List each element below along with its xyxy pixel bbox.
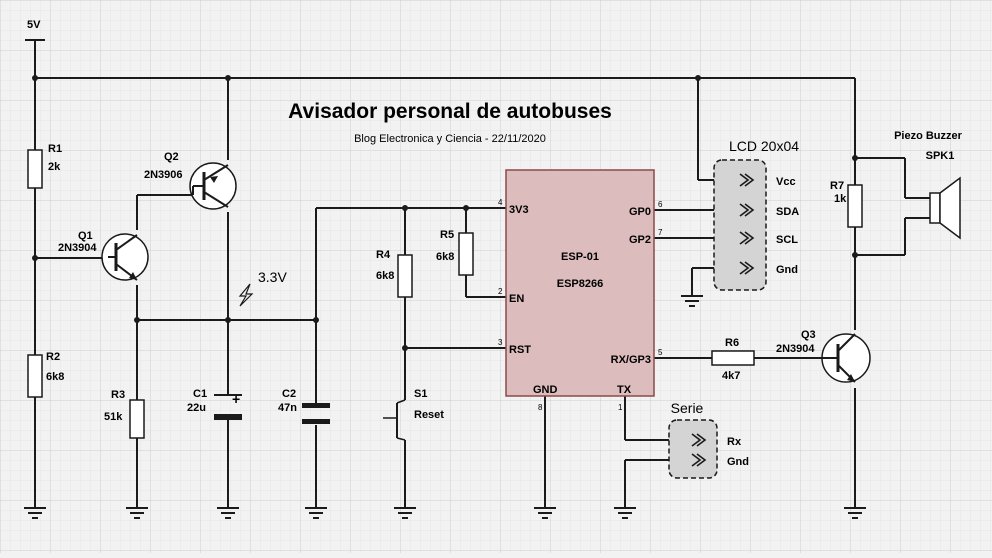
svg-text:R6: R6 xyxy=(725,337,739,349)
svg-text:GND: GND xyxy=(533,384,558,396)
svg-text:2N3904: 2N3904 xyxy=(58,242,97,254)
svg-text:3V3: 3V3 xyxy=(509,204,529,216)
svg-text:22u: 22u xyxy=(187,402,206,414)
capacitor-c2: C2 47n xyxy=(278,388,330,424)
serial-connector: Serie Rx Gnd xyxy=(668,400,749,479)
svg-text:2: 2 xyxy=(498,287,503,296)
rail-3v3-label: 3.3V xyxy=(238,269,287,307)
svg-text:Q2: Q2 xyxy=(164,151,179,163)
svg-text:ESP8266: ESP8266 xyxy=(557,278,603,290)
svg-text:SCL: SCL xyxy=(776,234,798,246)
resistor-r2: R2 6k8 xyxy=(27,351,64,398)
svg-text:GP2: GP2 xyxy=(629,234,651,246)
capacitor-c1: + C1 22u xyxy=(187,388,242,428)
svg-text:RX/GP3: RX/GP3 xyxy=(611,354,651,366)
transistor-q1: Q1 2N3904 xyxy=(58,230,149,281)
svg-text:S1: S1 xyxy=(414,388,427,400)
supply-label: 5V xyxy=(27,19,41,31)
svg-text:+: + xyxy=(232,391,240,407)
schematic-subtitle: Blog Electronica y Ciencia - 22/11/2020 xyxy=(354,133,546,145)
svg-text:3: 3 xyxy=(498,338,503,347)
svg-text:Piezo Buzzer: Piezo Buzzer xyxy=(894,130,963,142)
svg-text:2N3906: 2N3906 xyxy=(144,169,183,181)
svg-text:6: 6 xyxy=(658,200,663,209)
svg-text:4: 4 xyxy=(498,198,503,207)
svg-text:Serie: Serie xyxy=(671,400,704,416)
esp01-module: ESP-01 ESP8266 3V3 EN RST GND TX GP0 GP2… xyxy=(498,169,663,412)
transistor-q2: Q2 2N3906 xyxy=(144,151,237,210)
svg-text:TX: TX xyxy=(617,384,632,396)
transistor-q3: Q3 2N3904 xyxy=(776,329,871,383)
resistor-r1: R1 2k xyxy=(27,143,62,189)
svg-text:Q1: Q1 xyxy=(78,230,93,242)
lcd-connector: LCD 20x04 Vcc SDA SCL Gnd xyxy=(713,138,799,291)
svg-text:6k8: 6k8 xyxy=(376,270,394,282)
svg-text:2k: 2k xyxy=(48,161,61,173)
svg-text:4k7: 4k7 xyxy=(722,370,740,382)
svg-text:EN: EN xyxy=(509,293,524,305)
svg-text:ESP-01: ESP-01 xyxy=(561,251,599,263)
resistor-r3: R3 51k xyxy=(104,389,145,439)
svg-text:R7: R7 xyxy=(830,180,844,192)
svg-text:Rx: Rx xyxy=(727,436,742,448)
svg-text:R5: R5 xyxy=(440,229,454,241)
svg-text:51k: 51k xyxy=(104,411,123,423)
svg-text:LCD 20x04: LCD 20x04 xyxy=(729,138,799,154)
resistor-r6: R6 4k7 xyxy=(711,337,755,382)
switch-s1: S1 Reset xyxy=(383,388,444,441)
svg-text:C1: C1 xyxy=(193,388,207,400)
svg-text:8: 8 xyxy=(538,403,543,412)
svg-text:5: 5 xyxy=(658,348,663,357)
svg-text:7: 7 xyxy=(658,228,663,237)
svg-text:R3: R3 xyxy=(111,389,125,401)
resistor-r5: R5 6k8 xyxy=(436,229,474,276)
schematic-title: Avisador personal de autobuses xyxy=(288,100,612,123)
svg-text:3.3V: 3.3V xyxy=(258,269,287,285)
svg-text:R2: R2 xyxy=(46,351,60,363)
svg-text:6k8: 6k8 xyxy=(436,251,454,263)
svg-text:R1: R1 xyxy=(48,143,62,155)
resistor-r4: R4 6k8 xyxy=(376,249,413,298)
resistor-r7: R7 1k xyxy=(830,180,863,228)
svg-text:RST: RST xyxy=(509,344,531,356)
svg-text:Gnd: Gnd xyxy=(727,456,749,468)
svg-text:1k: 1k xyxy=(834,193,847,205)
svg-text:SPK1: SPK1 xyxy=(926,150,955,162)
piezo-buzzer: Piezo Buzzer SPK1 xyxy=(894,130,963,240)
svg-text:2N3904: 2N3904 xyxy=(776,343,815,355)
svg-text:SDA: SDA xyxy=(776,206,799,218)
svg-text:Q3: Q3 xyxy=(801,329,816,341)
svg-text:C2: C2 xyxy=(282,388,296,400)
svg-text:1: 1 xyxy=(618,403,623,412)
svg-text:6k8: 6k8 xyxy=(46,371,64,383)
svg-text:R4: R4 xyxy=(376,249,391,261)
svg-text:47n: 47n xyxy=(278,402,297,414)
svg-text:Vcc: Vcc xyxy=(776,176,796,188)
svg-text:Gnd: Gnd xyxy=(776,264,798,276)
svg-text:Reset: Reset xyxy=(414,409,444,421)
svg-text:GP0: GP0 xyxy=(629,206,651,218)
